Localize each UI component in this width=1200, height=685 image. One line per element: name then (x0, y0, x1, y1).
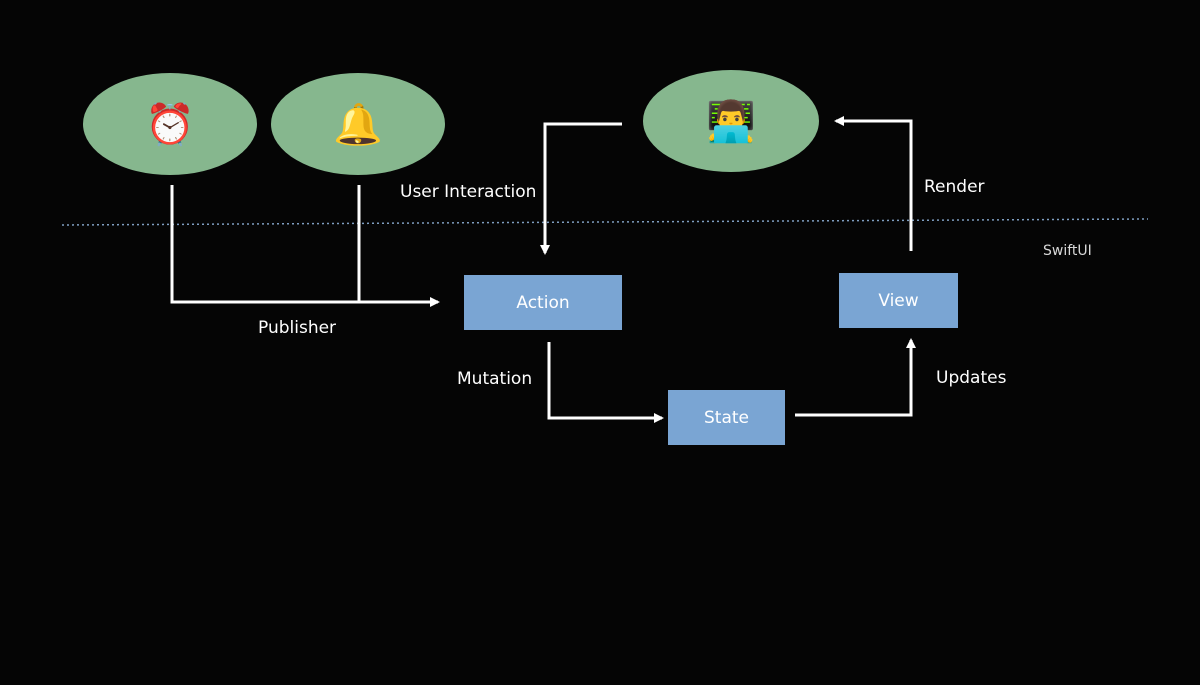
alarm-clock-icon: ⏰ (145, 101, 195, 148)
state-label: State (704, 407, 749, 428)
view-label: View (878, 290, 919, 311)
publisher-label: Publisher (258, 318, 337, 338)
updates-arrow (795, 338, 916, 417)
publisher-arrow (170, 185, 440, 307)
mutation-label: Mutation (457, 369, 533, 389)
bell-icon: 🔔 (333, 101, 383, 148)
render-label: Render (924, 177, 985, 197)
action-box: Action (464, 275, 622, 330)
state-box: State (668, 390, 785, 445)
action-label: Action (516, 292, 570, 313)
updates-label: Updates (936, 368, 1007, 388)
user-ellipse (643, 70, 819, 172)
user-interaction-label: User Interaction (400, 182, 537, 202)
swiftui-divider (61, 218, 1149, 226)
alarm-ellipse (83, 73, 257, 175)
view-box: View (839, 273, 958, 328)
mutation-arrow (547, 342, 664, 423)
user-interaction-arrow (540, 122, 622, 255)
developer-icon: 👨‍💻 (706, 98, 756, 145)
render-arrow (834, 116, 913, 251)
bell-ellipse (271, 73, 445, 175)
swiftui-layer-label: SwiftUI (1043, 243, 1092, 259)
